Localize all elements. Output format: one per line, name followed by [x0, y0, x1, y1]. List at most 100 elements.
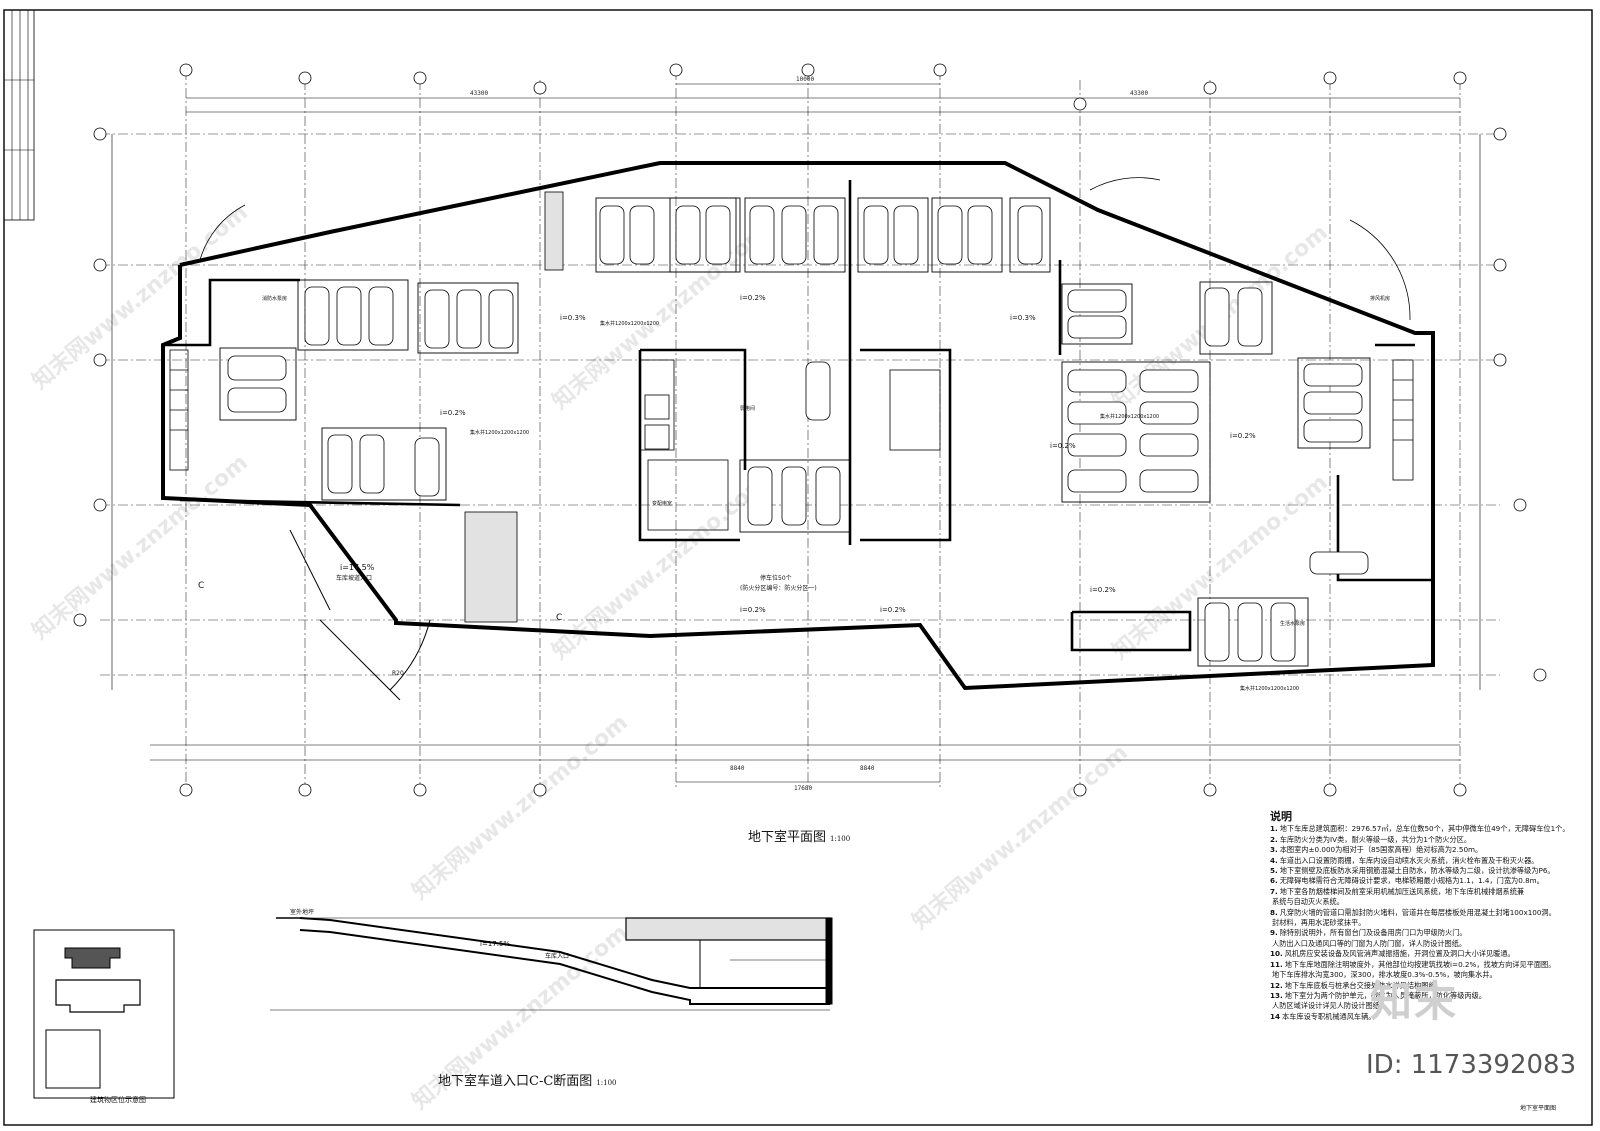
section-ramp-label: 车库入口: [545, 952, 569, 960]
note-text: 地下车库总建筑面积：2976.57㎡，总车位数50个，其中停微车位49个，无障碍…: [1279, 824, 1570, 834]
note-text: 地下室各防烟楼梯间及前室采用机械加压送风系统，地下车库机械排烟系统兼: [1279, 886, 1525, 896]
watermark-text: 知末网www.znzmo.com: [907, 739, 1133, 934]
watermark-text: 知末网www.znzmo.com: [27, 449, 253, 644]
parking-stalls-center: [739, 361, 851, 533]
note-item: 地下车库排水沟宽300，深300，排水坡度0.3%-0.5%，坡向集水井。: [1270, 970, 1590, 980]
note-item: 9.除特别说明外，所有窗台门及设备用房门口为甲级防火门。: [1270, 928, 1590, 938]
note-text: 人防区域详设计详见人防设计图纸。: [1272, 1001, 1388, 1011]
note-text: 地下室分为两个防护单元，战时为人员掩蔽所，防化等级丙级。: [1284, 990, 1486, 1000]
note-text: 封材料，再用水泥砂浆抹平。: [1272, 918, 1366, 928]
note-text: 本车库设专职机械通风车辆。: [1282, 1011, 1376, 1021]
plan-labels: i=17.5% 车库坡道入口 i=0.2% i=0.2% i=0.3% i=0.…: [198, 294, 1390, 692]
note-text: 车库防火分类为IV类，耐火等级一级，共分为1个防火分区。: [1279, 834, 1472, 844]
note-item: 2.车库防火分类为IV类，耐火等级一级，共分为1个防火分区。: [1270, 835, 1590, 845]
note-item: 1.地下车库总建筑面积：2976.57㎡，总车位数50个，其中停微车位49个，无…: [1270, 824, 1590, 834]
parking-count-note: 停车位50个: [760, 574, 792, 582]
note-number: 12.: [1270, 980, 1283, 990]
watermark-text: 知末网www.znzmo.com: [27, 199, 253, 394]
note-number: 2.: [1270, 834, 1278, 844]
room-label: 变配电室: [652, 500, 672, 507]
section-slope-label: i=17.5%: [480, 940, 510, 948]
note-item: 人防区域详设计详见人防设计图纸。: [1270, 1001, 1590, 1011]
dim-label: 43300: [470, 90, 488, 97]
note-number: 11.: [1270, 959, 1283, 969]
note-number: 14: [1270, 1011, 1281, 1021]
watermark-layer: 知末网www.znzmo.com 知末网www.znzmo.com 知末网www…: [27, 199, 1333, 1114]
brand-watermark: 知末: [1370, 977, 1459, 1026]
sump-label: 集水井1200x1200x1200: [1240, 685, 1299, 692]
note-text: 车道出入口设置防雨棚，车库内设自动喷水灭火系统，消火栓布置及干粉灭火器。: [1279, 855, 1539, 865]
grid-axes: [100, 70, 1500, 790]
note-item: 封材料，再用水泥砂浆抹平。: [1270, 918, 1590, 928]
section-drawing: [270, 917, 833, 1011]
sump-label: 集水井1200x1200x1200: [470, 429, 529, 436]
dim-label: 43300: [1130, 90, 1148, 97]
slope-label: i=0.3%: [1010, 314, 1036, 322]
file-id: ID: 1173392083: [1366, 1050, 1577, 1080]
note-number: 1.: [1270, 824, 1278, 834]
room-label: 排风机房: [1370, 295, 1390, 302]
note-number: 9.: [1270, 928, 1278, 938]
note-number: 10.: [1270, 949, 1283, 959]
note-text: 除特别说明外，所有窗台门及设备用房门口为甲级防火门。: [1279, 928, 1467, 938]
slope-label: i=0.2%: [740, 606, 766, 614]
ramp-entry-label: 车库坡道入口: [336, 574, 372, 582]
keyplan-caption: 建筑物区位示意图: [90, 1096, 146, 1104]
note-item: 3.本图室内±0.000为相对于（85国家高程）绝对标高为2.50m。: [1270, 845, 1590, 855]
note-item: 系统与自动灭火系统。: [1270, 897, 1590, 907]
ramp-hatch: [289, 191, 564, 701]
key-plan: [33, 929, 175, 1099]
note-number: 7.: [1270, 886, 1278, 896]
note-number: 4.: [1270, 855, 1278, 865]
note-item: 6.无障碍电梯需符合无障碍设计要求，电梯轿厢最小规格为1.1，1.4，门宽为0.…: [1270, 876, 1590, 886]
room-label: 生活水泵房: [1280, 620, 1305, 627]
section-mark: C: [198, 581, 204, 591]
notes-heading: 说明: [1270, 810, 1292, 823]
note-number: 8.: [1270, 907, 1278, 917]
core-details: [169, 177, 1414, 531]
note-text: 地下车库底板与桩承台交接处防水详见结构图纸。: [1284, 980, 1443, 990]
plan-scale: 1:100: [830, 835, 851, 843]
slope-label: i=0.2%: [440, 409, 466, 417]
notes-list: 1.地下车库总建筑面积：2976.57㎡，总车位数50个，其中停微车位49个，无…: [1270, 824, 1590, 1022]
design-notes: 说明 1.地下车库总建筑面积：2976.57㎡，总车位数50个，其中停微车位49…: [1270, 810, 1590, 1022]
slope-label: i=0.3%: [560, 314, 586, 322]
note-item: 人防出入口及通风口等的门窗为人防门窗，详人防设计图纸。: [1270, 939, 1590, 949]
note-number: 3.: [1270, 845, 1278, 855]
note-text: 地下室侧壁及底板防水采用钢筋混凝土自防水，防水等级为二级，设计抗渗等级为P6。: [1279, 866, 1555, 876]
dimension-lines: [111, 83, 1481, 783]
binding-strip: [3, 9, 35, 221]
note-number: 5.: [1270, 866, 1278, 876]
note-text: 风机房应安装设备及风管消声减振措施，开洞位置及洞口大小详见暖通。: [1284, 949, 1515, 959]
slope-label: i=0.2%: [1230, 432, 1256, 440]
note-number: 13.: [1270, 990, 1283, 1000]
note-text: 地下车库排水沟宽300，深300，排水坡度0.3%-0.5%，坡向集水井。: [1272, 970, 1497, 980]
slope-label: i=0.2%: [740, 294, 766, 302]
binding-strip-lines: [4, 10, 34, 220]
section-scale: 1:100: [596, 1079, 617, 1087]
grid-bubbles: [73, 63, 1547, 797]
slope-label: i=17.5%: [340, 563, 375, 572]
slope-label: i=0.2%: [1090, 586, 1116, 594]
note-text: 凡穿防火墙的管道口需加封防火堵料，管道井在每层楼板处用混凝土封堵100x100洞…: [1279, 907, 1556, 917]
dim-label: 8840: [730, 765, 745, 772]
slope-label: i=0.2%: [1050, 442, 1076, 450]
dim-label: 8840: [860, 765, 875, 772]
sheet-frame: [3, 9, 1593, 1126]
fire-zone-note: (防火分区编号：防火分区一): [740, 584, 817, 592]
dim-label: 10000: [796, 76, 814, 83]
note-item: 13.地下室分为两个防护单元，战时为人员掩蔽所，防化等级丙级。: [1270, 991, 1590, 1001]
note-item: 11.地下车库地面除注明坡度外，其他部位均按建筑找坡i=0.2%，找坡方向详见平…: [1270, 960, 1590, 970]
room-label: 消防水泵房: [262, 295, 287, 302]
watermark-text: 知末网www.znzmo.com: [407, 709, 633, 904]
inner-walls: [163, 180, 1433, 652]
parking-stalls-right: [1061, 281, 1371, 667]
note-text: 本图室内±0.000为相对于（85国家高程）绝对标高为2.50m。: [1279, 845, 1483, 855]
sump-label: 集水井1200x1200x1200: [1100, 413, 1159, 420]
section-mark: C: [556, 613, 562, 623]
note-text: 系统与自动灭火系统。: [1272, 897, 1344, 907]
parking-stalls-top: [595, 197, 1051, 273]
